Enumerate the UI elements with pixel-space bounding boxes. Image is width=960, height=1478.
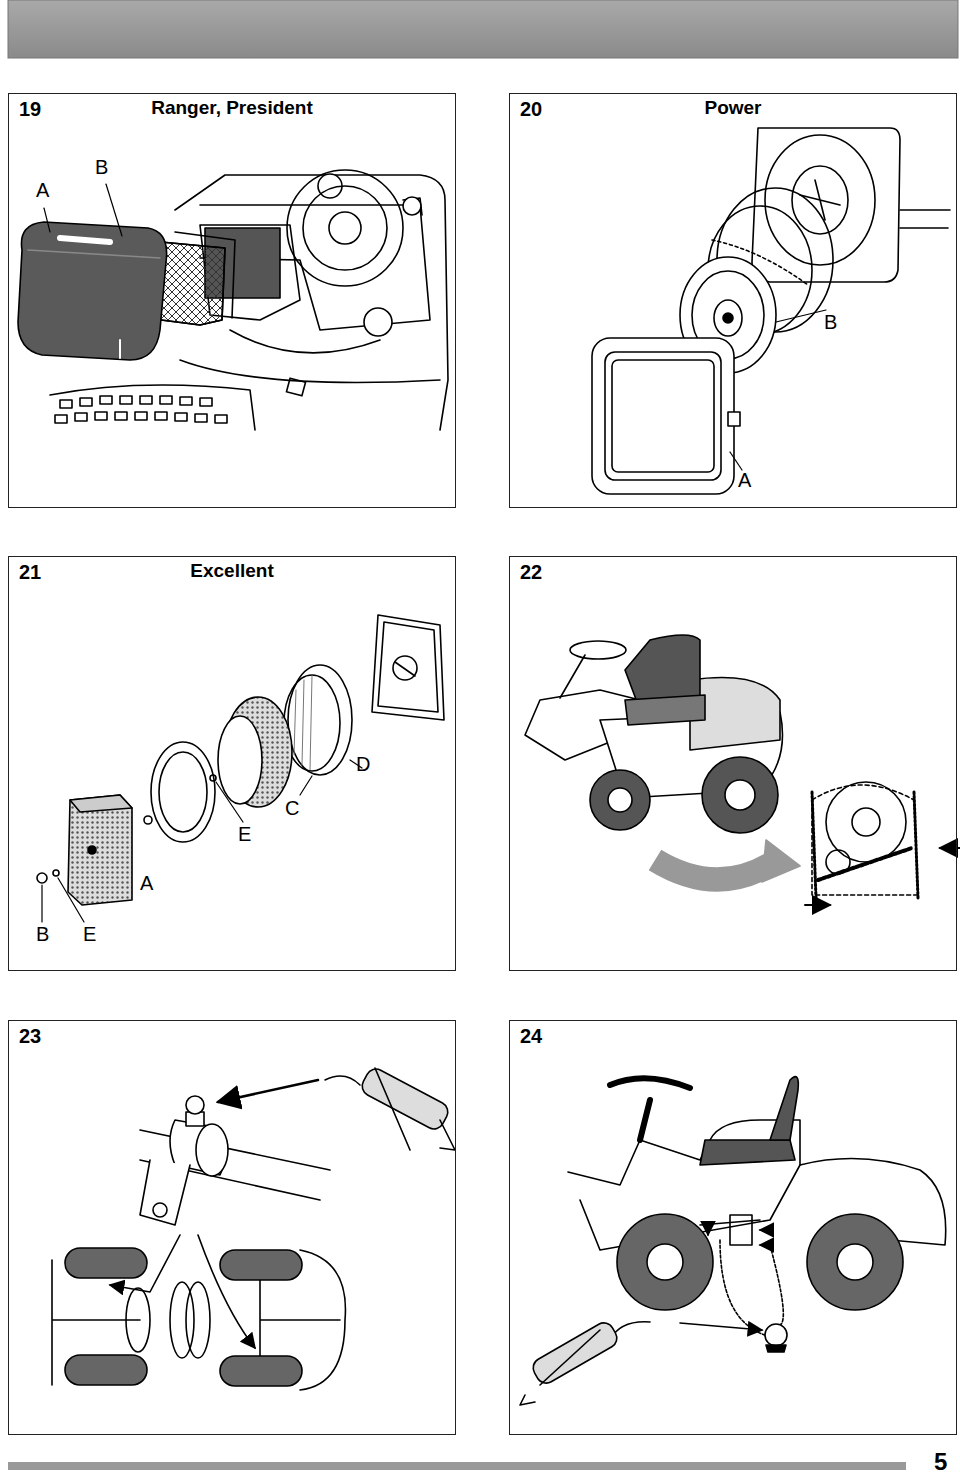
figure-panel: 22: [509, 556, 957, 971]
figure-number: 22: [520, 561, 542, 584]
part-letter: E: [238, 824, 251, 844]
figure-number: 23: [19, 1025, 41, 1048]
figure-panel: 19Ranger, President: [8, 93, 456, 508]
figure-title: Ranger, President: [9, 97, 455, 119]
figure-panel: 21Excellent: [8, 556, 456, 971]
part-letter: D: [356, 754, 370, 774]
figure-title: Excellent: [9, 560, 455, 582]
figure-panel: 20Power: [509, 93, 957, 508]
part-letter: A: [140, 873, 153, 893]
figure-number: 20: [520, 98, 542, 121]
figure-panel: 23: [8, 1020, 456, 1435]
part-letter: A: [738, 470, 751, 490]
part-letter: A: [36, 180, 49, 200]
part-letter: E: [83, 924, 96, 944]
figure-panel: 24: [509, 1020, 957, 1435]
part-letter: B: [95, 157, 108, 177]
part-letter: C: [285, 798, 299, 818]
figure-number: 21: [19, 561, 41, 584]
part-letter: B: [824, 312, 837, 332]
figure-number: 24: [520, 1025, 542, 1048]
part-letter: B: [36, 924, 49, 944]
page-number: 5: [934, 1450, 947, 1474]
figure-number: 19: [19, 98, 41, 121]
figure-title: Power: [510, 97, 956, 119]
